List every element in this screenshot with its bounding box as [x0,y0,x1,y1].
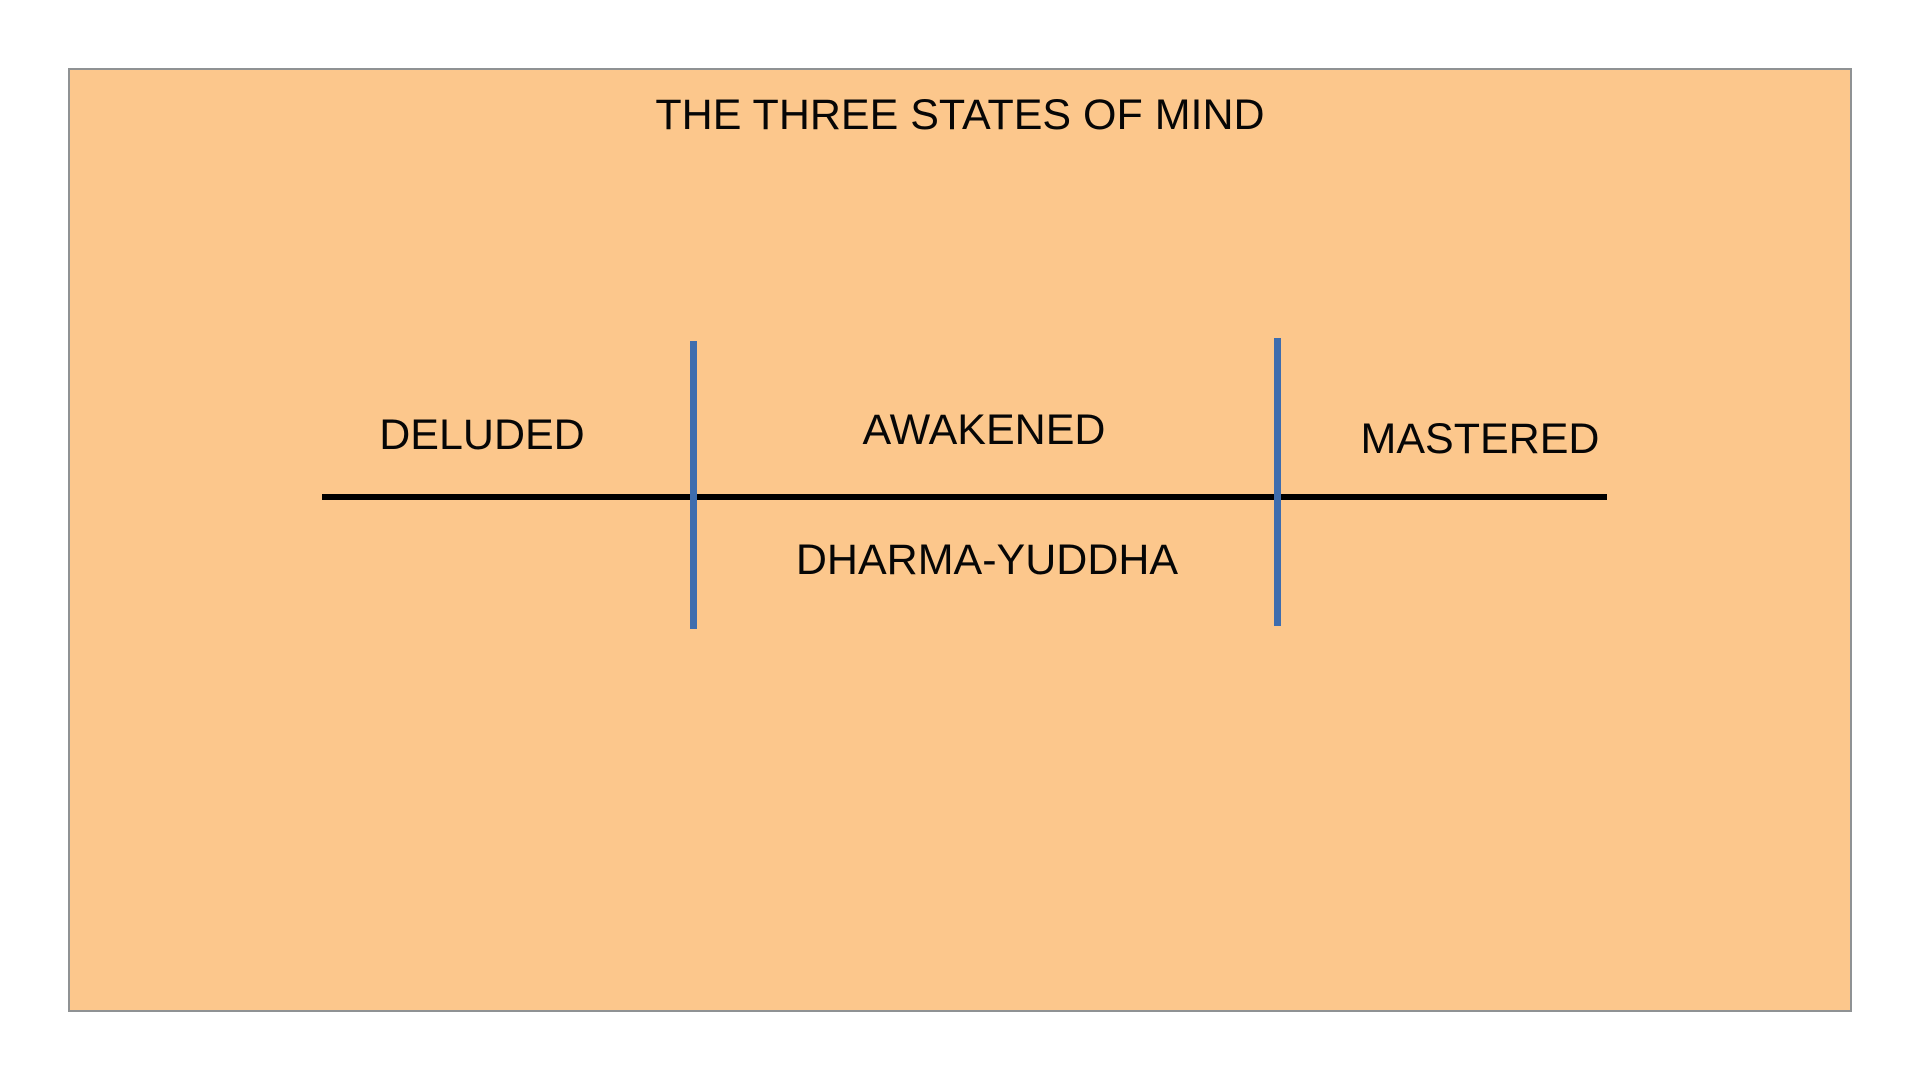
diagram-canvas: THE THREE STATES OF MIND DELUDED AWAKENE… [68,68,1852,1012]
label-awakened: AWAKENED [862,406,1106,454]
label-dharma-yuddha: DHARMA-YUDDHA [795,536,1179,584]
label-deluded: DELUDED [379,411,585,459]
diagram-title: THE THREE STATES OF MIND [655,91,1265,139]
left-divider-line [690,341,697,629]
label-mastered: MASTERED [1360,415,1600,463]
spectrum-line [322,494,1607,500]
right-divider-line [1274,338,1281,626]
